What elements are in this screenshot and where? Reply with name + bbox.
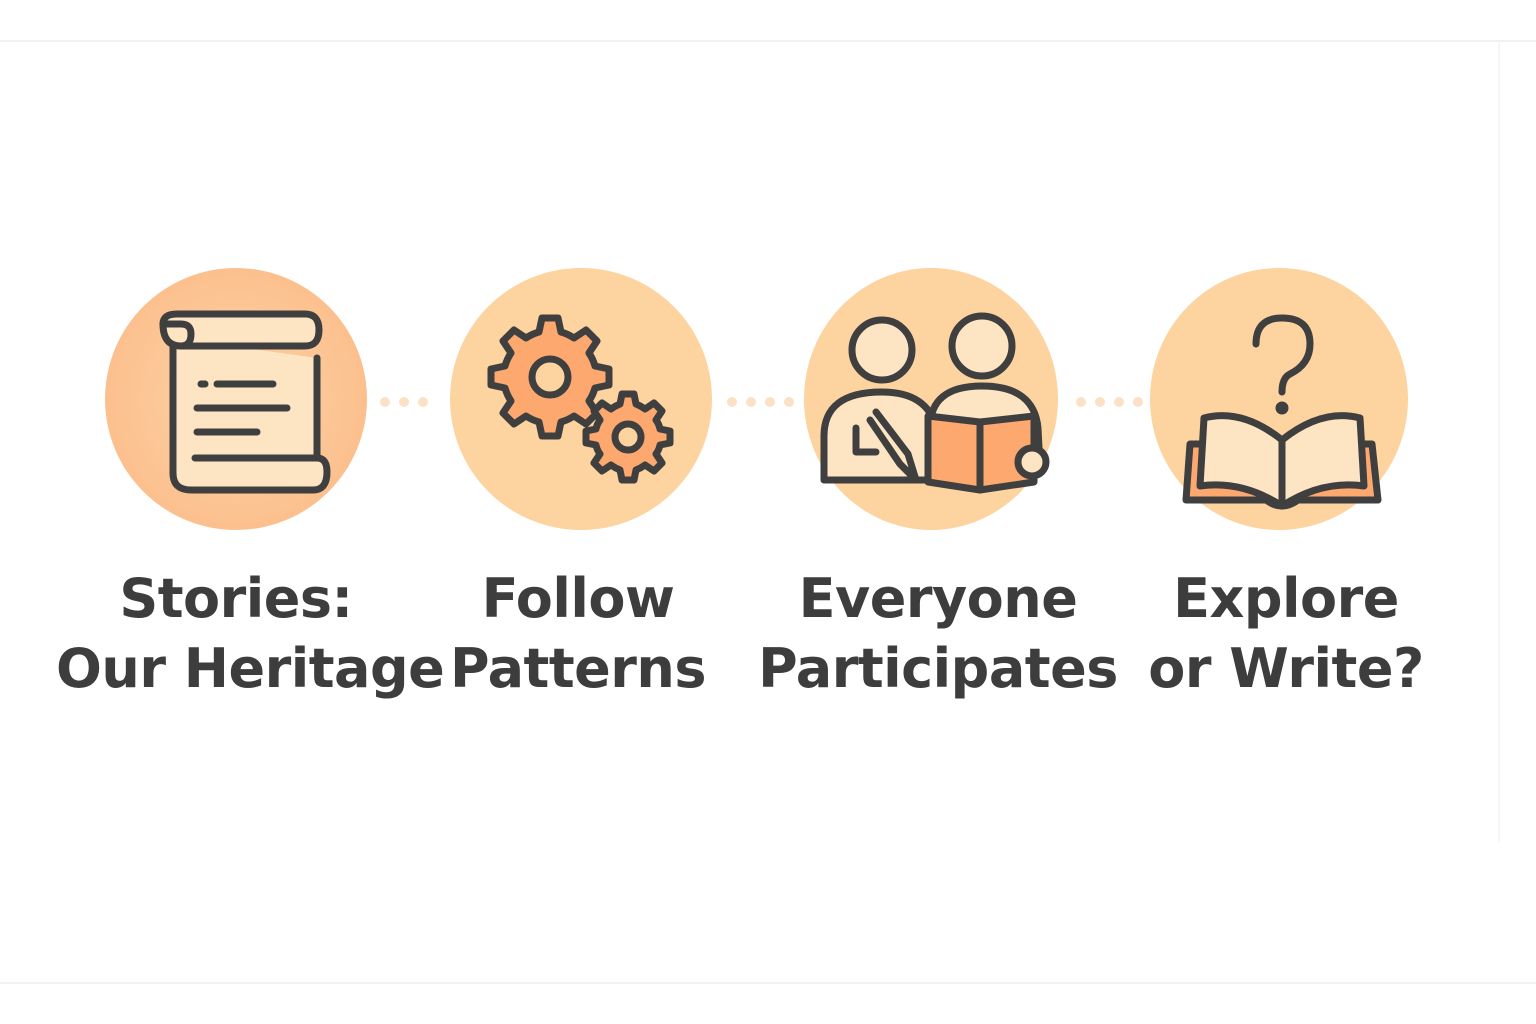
connector-dot — [418, 397, 428, 407]
step-circle — [1150, 268, 1408, 530]
step-label-line2: Participates — [758, 637, 1118, 700]
step-circle — [105, 268, 367, 530]
step-label-line1: Stories: — [119, 567, 353, 630]
connector-dots — [380, 397, 428, 407]
question-book-icon — [1182, 314, 1382, 510]
connector-dot — [765, 397, 775, 407]
step-label-line2: or Write? — [1148, 637, 1424, 700]
step-circle — [804, 268, 1058, 530]
step-label-line2: Our Heritage — [56, 637, 445, 700]
step-label-line1: Explore — [1173, 567, 1399, 630]
connector-dots — [727, 397, 794, 407]
connector-dot — [380, 397, 390, 407]
people-reading-icon — [820, 312, 1050, 494]
connector-dot — [399, 397, 409, 407]
connector-dots — [1076, 397, 1143, 407]
connector-dot — [746, 397, 756, 407]
step-label: Follow Patterns — [398, 564, 758, 704]
step-label-line2: Patterns — [449, 637, 707, 700]
gears-icon — [487, 314, 674, 484]
step-label-line1: Follow — [481, 567, 675, 630]
top-divider — [0, 40, 1536, 42]
step-label: Everyone Participates — [758, 564, 1118, 704]
step-label: Stories: Our Heritage — [56, 564, 445, 704]
connector-dot — [1076, 397, 1086, 407]
scroll-icon — [159, 310, 331, 494]
right-divider — [1498, 42, 1500, 842]
connector-dot — [1114, 397, 1124, 407]
connector-dot — [784, 397, 794, 407]
connector-dot — [1095, 397, 1105, 407]
connector-dot — [1133, 397, 1143, 407]
connector-dot — [727, 397, 737, 407]
step-label-line1: Everyone — [798, 567, 1078, 630]
step-label: Explore or Write? — [1106, 564, 1466, 704]
step-circle — [450, 268, 712, 530]
bottom-divider — [0, 982, 1536, 984]
